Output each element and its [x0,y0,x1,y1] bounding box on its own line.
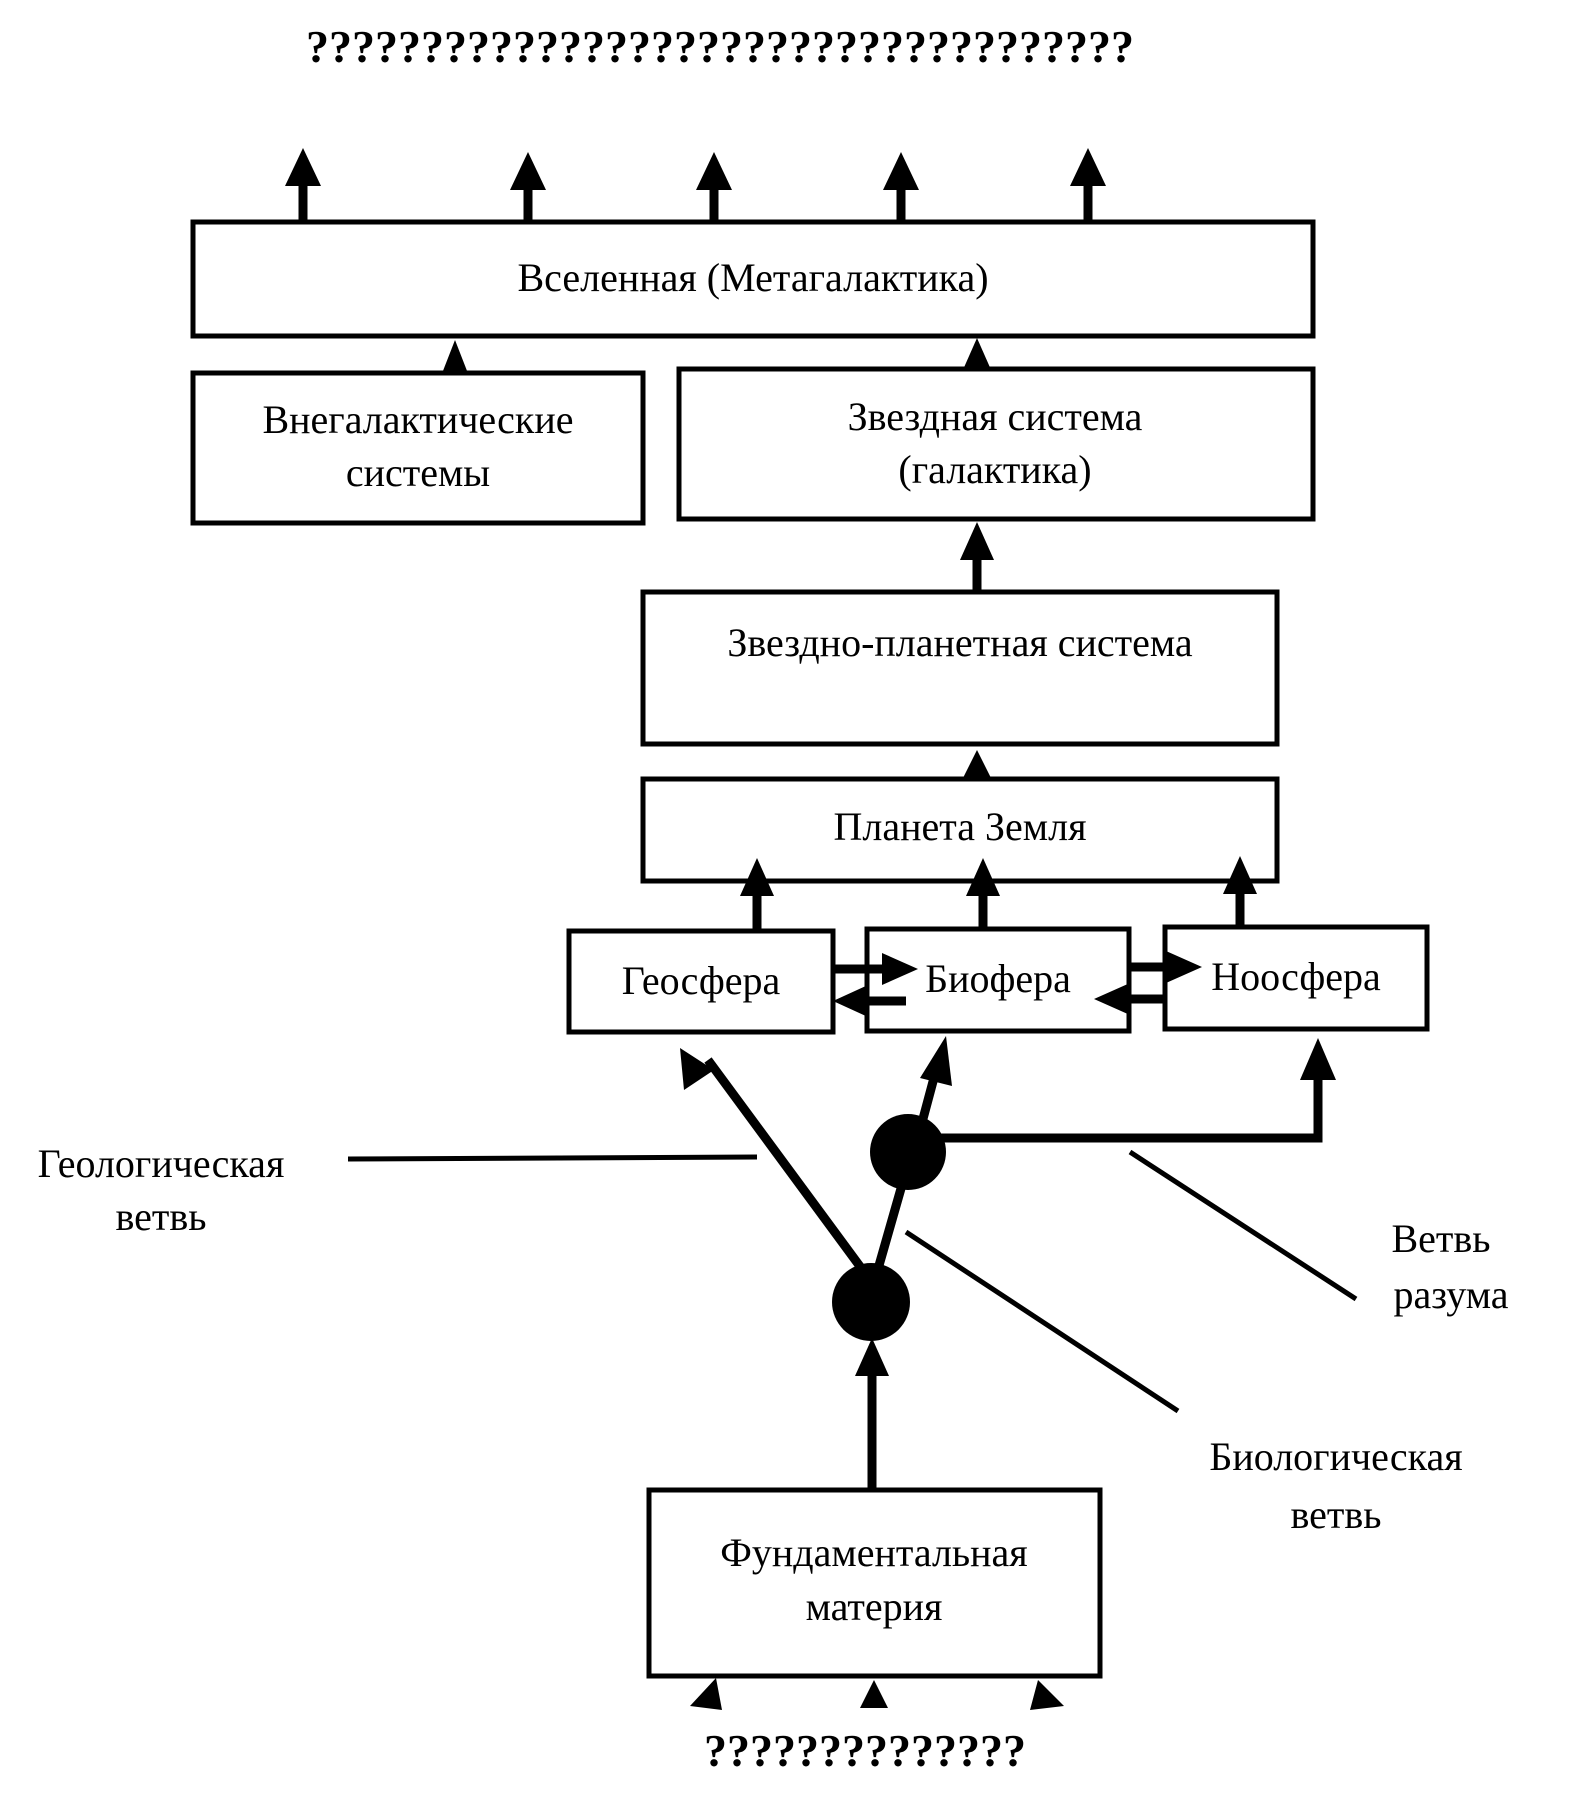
mind-leader-line [1128,1149,1358,1302]
svg-text:Биологическая: Биологическая [1209,1434,1462,1479]
outgoing-arrow-1 [285,148,321,222]
geosphere-label: Геосфера [622,958,781,1003]
upper-branch-node [870,1114,946,1190]
outgoing-arrow-5 [1070,148,1106,222]
top-unknown-label: ???????????????????????????????????? [306,21,1134,72]
earth-box: Планета Земля [640,776,1280,884]
galaxy-box: Звездная система (галактика) [676,366,1316,522]
biological-leader-line [904,1229,1180,1414]
bio-noo-exchange-arrows [1094,951,1202,1015]
extragalactic-box: Внегалактические системы [190,370,646,526]
incoming-arrow-center [860,1680,888,1708]
noosphere-box: Ноосфера [1162,924,1430,1032]
geological-leader-line [347,1154,758,1162]
starplanet-to-galaxy-arrow [960,522,994,590]
galaxy-label-line1: Звездная система [848,394,1143,439]
svg-text:ветвь: ветвь [115,1194,206,1239]
biological-branch-label: Биологическая ветвь [1209,1434,1462,1537]
branch-tree [680,1036,1336,1490]
geosphere-to-earth-arrow [740,858,774,931]
extragalactic-to-universe-arrow [441,340,469,376]
lower-branch-node [832,1263,910,1341]
fundamental-label-line1: Фундаментальная [720,1530,1027,1575]
fundamental-matter-box: Фундаментальная материя [646,1487,1103,1679]
svg-text:ветвь: ветвь [1290,1492,1381,1537]
biosphere-box: Биофера [864,926,1132,1034]
mind-branch-label: Ветвь разума [1391,1216,1508,1317]
extragalactic-label-line2: системы [346,450,490,495]
galaxy-label-line2: (галактика) [898,447,1091,492]
fundamental-label-line2: материя [806,1584,943,1629]
star-planet-box: Звездно-планетная система [640,589,1280,747]
svg-text:Ветвь: Ветвь [1391,1216,1490,1261]
universe-label: Вселенная (Метагалактика) [517,255,988,300]
earth-to-starplanet-arrow [962,750,992,780]
outgoing-arrow-4 [883,152,919,222]
extragalactic-label-line1: Внегалактические [262,397,573,442]
noosphere-to-earth-arrow [1223,856,1257,928]
svg-text:Геологическая: Геологическая [38,1141,285,1186]
universe-box: Вселенная (Метагалактика) [190,219,1316,339]
biosphere-label: Биофера [925,956,1071,1001]
outgoing-arrow-3 [696,152,732,222]
svg-text:разума: разума [1394,1272,1509,1317]
geosphere-box: Геосфера [566,928,836,1035]
universe-outgoing-arrows [285,148,1106,222]
fundamental-incoming-arrows [690,1678,1064,1710]
incoming-arrow-right [1030,1680,1064,1710]
noosphere-label: Ноосфера [1211,954,1381,999]
geological-branch-label: Геологическая ветвь [38,1141,285,1239]
outgoing-arrow-2 [510,152,546,222]
geo-bio-exchange-arrows [833,953,918,1017]
biosphere-to-earth-arrow [966,858,1000,928]
earth-label: Планета Земля [834,804,1087,849]
bottom-unknown-label: ?????????????? [704,1725,1026,1776]
incoming-arrow-left [690,1678,722,1710]
star-planet-label: Звездно-планетная система [727,620,1193,665]
galaxy-to-universe-arrow [962,338,992,372]
